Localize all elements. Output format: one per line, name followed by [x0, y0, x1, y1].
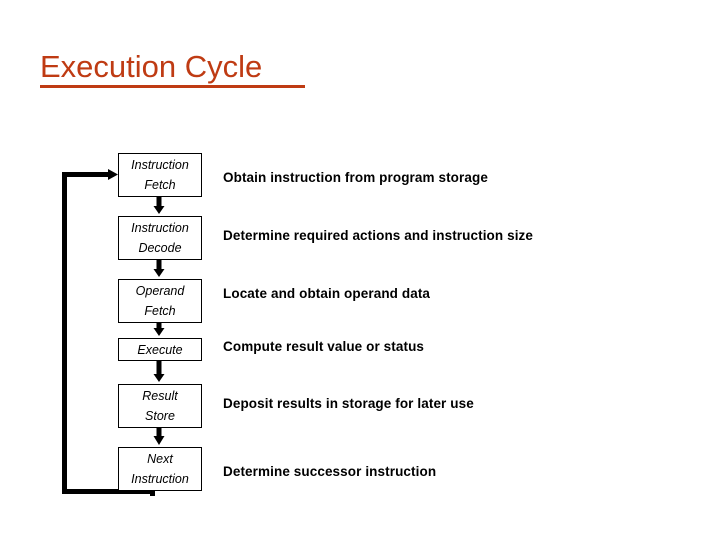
connector-arrow-operand-to-execute — [153, 323, 165, 336]
flow-box-next-instruction[interactable]: Next Instruction — [118, 447, 202, 491]
flow-box-line2: Fetch — [144, 178, 176, 192]
title-underline — [40, 85, 305, 88]
flow-box-line2: Fetch — [144, 304, 176, 318]
connector-arrow-fetch-to-decode — [153, 197, 165, 214]
flow-box-operand-fetch[interactable]: Operand Fetch — [118, 279, 202, 323]
flow-box-line1: Result — [142, 389, 178, 403]
feedback-loop-path — [62, 169, 155, 496]
flow-box-line1: Execute — [137, 342, 183, 357]
flow-box-line2: Instruction — [131, 472, 189, 486]
flow-box-line1: Instruction — [131, 221, 189, 235]
flow-box-line1: Operand — [135, 284, 185, 298]
page-title: Execution Cycle — [40, 49, 263, 84]
flow-box-execute[interactable]: Execute — [118, 338, 202, 361]
stage-description-execute: Compute result value or status — [223, 339, 425, 354]
flow-box-result-store[interactable]: Result Store — [118, 384, 202, 428]
connector-arrow-result-to-next — [153, 428, 165, 445]
stage-description-instruction-decode: Determine required actions and instructi… — [223, 228, 534, 243]
flow-box-line1: Instruction — [131, 158, 189, 172]
stage-description-result-store: Deposit results in storage for later use — [223, 396, 474, 411]
stage-description-instruction-fetch: Obtain instruction from program storage — [223, 170, 488, 185]
connector-arrow-decode-to-operand — [153, 260, 165, 277]
flow-box-line1: Next — [147, 452, 173, 466]
connector-arrow-execute-to-result — [153, 361, 165, 382]
flow-box-instruction-decode[interactable]: Instruction Decode — [118, 216, 202, 260]
flow-box-instruction-fetch[interactable]: Instruction Fetch — [118, 153, 202, 197]
stage-description-next-instruction: Determine successor instruction — [223, 464, 437, 479]
flow-box-line2: Decode — [138, 241, 182, 255]
stage-description-operand-fetch: Locate and obtain operand data — [223, 286, 431, 301]
flow-box-line2: Store — [145, 409, 175, 423]
